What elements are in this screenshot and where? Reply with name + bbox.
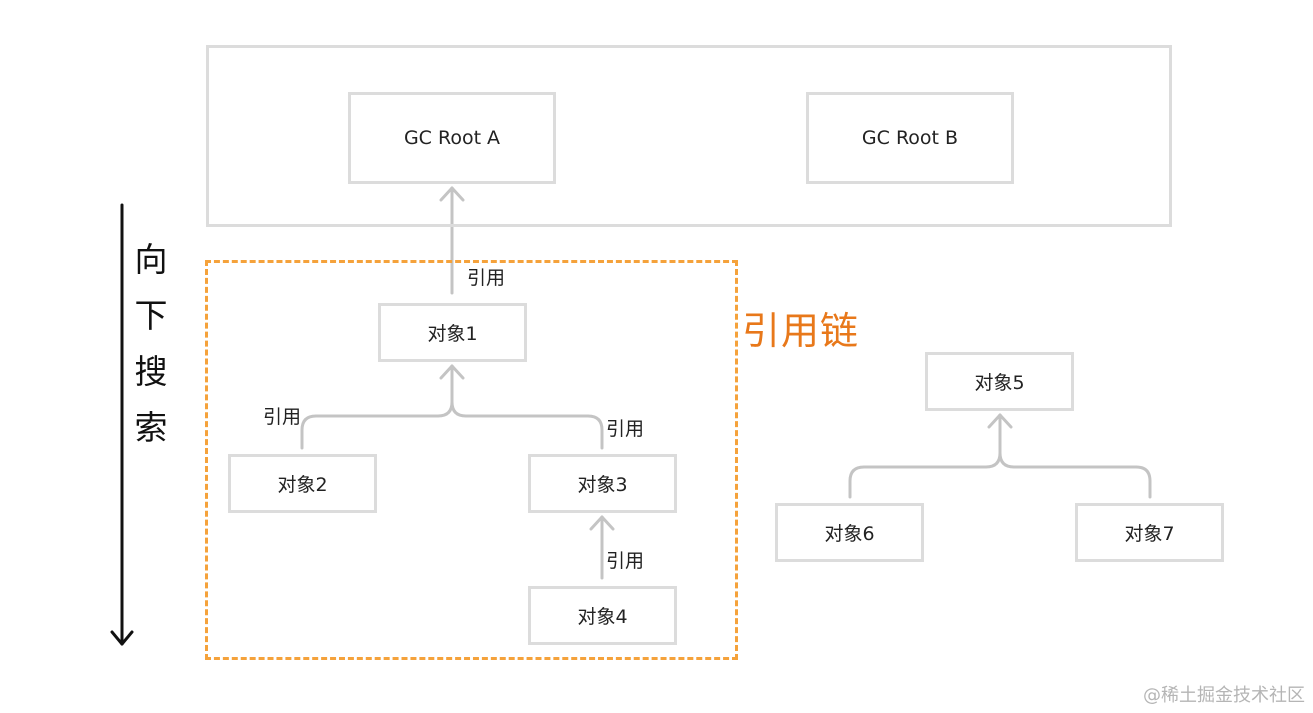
- object-6-box: 对象6: [775, 503, 924, 562]
- arrow-obj6-obj7-to-obj5: [848, 413, 1152, 499]
- arrowhead-root-a: [439, 186, 465, 202]
- arrow-obj2-obj3-to-obj1: [300, 364, 604, 450]
- edge-label-obj4-obj3: 引用: [606, 550, 645, 572]
- gc-root-b-box: GC Root B: [806, 92, 1014, 184]
- edge-label-obj2-obj1: 引用: [263, 406, 302, 428]
- object-5-label: 对象5: [974, 372, 1025, 394]
- object-4-label: 对象4: [577, 606, 628, 628]
- edge-label-obj1-root-a: 引用: [467, 267, 506, 289]
- arrowhead-obj3: [589, 515, 615, 531]
- search-direction-char-1: 向: [134, 240, 168, 279]
- arrowhead-obj1: [439, 364, 465, 380]
- search-direction-char-4: 索: [134, 408, 168, 447]
- search-direction-char-3: 搜: [134, 352, 168, 391]
- reference-chain-label: 引用链: [742, 309, 860, 353]
- object-7-label: 对象7: [1124, 523, 1175, 545]
- watermark: @稀土掘金技术社区: [1143, 685, 1305, 706]
- object-6-label: 对象6: [824, 523, 875, 545]
- object-4-box: 对象4: [528, 586, 677, 645]
- object-5-box: 对象5: [925, 352, 1074, 411]
- search-direction-arrowhead: [110, 630, 134, 646]
- gc-root-a-box: GC Root A: [348, 92, 556, 184]
- object-1-box: 对象1: [378, 303, 527, 362]
- arrowhead-obj5: [987, 413, 1013, 429]
- object-1-label: 对象1: [427, 323, 478, 345]
- gc-root-b-label: GC Root B: [861, 127, 959, 149]
- object-7-box: 对象7: [1075, 503, 1224, 562]
- object-3-box: 对象3: [528, 454, 677, 513]
- edge-label-obj3-obj1: 引用: [606, 418, 645, 440]
- object-2-label: 对象2: [277, 474, 328, 496]
- gc-root-a-label: GC Root A: [403, 127, 501, 149]
- search-direction-char-2: 下: [134, 296, 168, 335]
- object-3-label: 对象3: [577, 474, 628, 496]
- search-direction-label: 向 下 搜 索: [131, 232, 171, 456]
- object-2-box: 对象2: [228, 454, 377, 513]
- gc-roots-container: [206, 45, 1172, 227]
- reference-chain-frame: [205, 260, 738, 660]
